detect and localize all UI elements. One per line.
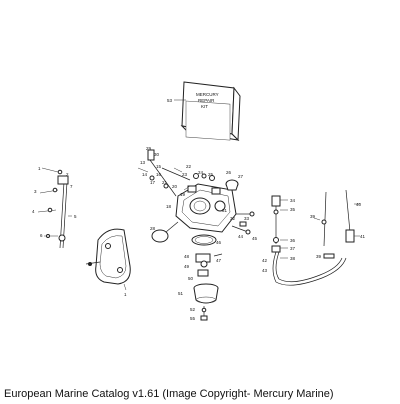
callout-28: 28	[150, 226, 156, 231]
choke-plate[interactable]	[151, 221, 179, 243]
callout-31: 31	[222, 208, 228, 213]
callout-47: 47	[216, 258, 222, 263]
gasket-ring[interactable]	[191, 234, 217, 246]
float-bowl[interactable]	[193, 283, 219, 304]
callout-44: 44	[238, 234, 244, 239]
callout-50: 50	[188, 276, 194, 281]
air-box-cover[interactable]	[85, 228, 131, 291]
callout-39: 39	[310, 214, 316, 219]
callout-25: 25	[208, 172, 214, 177]
jet-screws[interactable]	[231, 211, 255, 235]
choke-rods[interactable]	[313, 189, 360, 259]
callout-48: 48	[184, 254, 190, 259]
callout-36: 36	[290, 238, 296, 243]
callout-43b: 39	[316, 254, 322, 259]
callout-14: 14	[142, 172, 148, 177]
callout-34: 34	[290, 198, 296, 203]
callout-19: 19	[180, 192, 186, 197]
fuel-hose[interactable]	[272, 251, 347, 286]
callout-8: 1	[124, 292, 127, 297]
callout-46: 46	[216, 240, 222, 245]
image-caption: European Marine Catalog v1.61 (Image Cop…	[4, 388, 334, 400]
callout-7: 7	[70, 184, 73, 189]
cap-part[interactable]	[225, 179, 239, 191]
callout-4: 4	[32, 209, 35, 214]
callout-6: 6	[40, 233, 43, 238]
callout-45: 45	[252, 236, 258, 241]
callout-3: 3	[34, 189, 37, 194]
callout-21: 21	[162, 180, 168, 185]
repair-kit-box[interactable]: MERCURY REPAIR KIT	[180, 81, 241, 142]
callout-53: 53	[167, 98, 173, 103]
callout-27: 27	[238, 174, 244, 179]
callout-1: 1	[38, 166, 41, 171]
callout-35: 35	[290, 207, 296, 212]
callout-29: 29	[146, 146, 152, 151]
callout-40: 40	[356, 202, 362, 207]
callout-32: 32	[230, 216, 236, 221]
carburetor-body[interactable]	[175, 183, 237, 233]
callout-22: 22	[186, 164, 192, 169]
callout-23: 23	[182, 172, 188, 177]
callout-5: 5	[74, 214, 77, 219]
callout-15: 15	[156, 164, 162, 169]
callout-41: 41	[360, 234, 366, 239]
callout-52: 52	[190, 307, 196, 312]
callout-30: 30	[154, 152, 160, 157]
callout-16: 16	[156, 172, 162, 177]
callout-51: 51	[178, 291, 184, 296]
callout-49: 49	[184, 264, 190, 269]
throttle-linkage[interactable]	[137, 149, 215, 197]
callout-43: 43	[262, 268, 268, 273]
float-needle-parts[interactable]	[195, 253, 223, 277]
kit-label-line-2: REPAIR	[198, 98, 215, 103]
fuel-fitting-column[interactable]	[271, 195, 288, 259]
callout-38: 38	[290, 256, 296, 261]
callout-26: 26	[226, 170, 232, 175]
callout-37: 37	[290, 246, 296, 251]
callout-55: 55	[190, 316, 196, 321]
callout-42: 42	[262, 258, 268, 263]
callout-2: 2	[66, 172, 69, 177]
callout-13: 13	[140, 160, 146, 165]
callout-20: 20	[172, 184, 178, 189]
callout-17: 17	[150, 180, 156, 185]
linkage-rod-assembly[interactable]	[37, 167, 72, 249]
carburetor-exploded-diagram: MERCURY REPAIR KIT 53 1 2 7 3 4 5 6	[32, 81, 366, 321]
drain-screw[interactable]	[200, 306, 208, 321]
kit-label-line-1: MERCURY	[196, 92, 219, 97]
callout-24: 24	[198, 170, 204, 175]
callout-18: 18	[166, 204, 172, 209]
kit-label-line-3: KIT	[201, 104, 208, 109]
callout-33: 33	[244, 216, 250, 221]
